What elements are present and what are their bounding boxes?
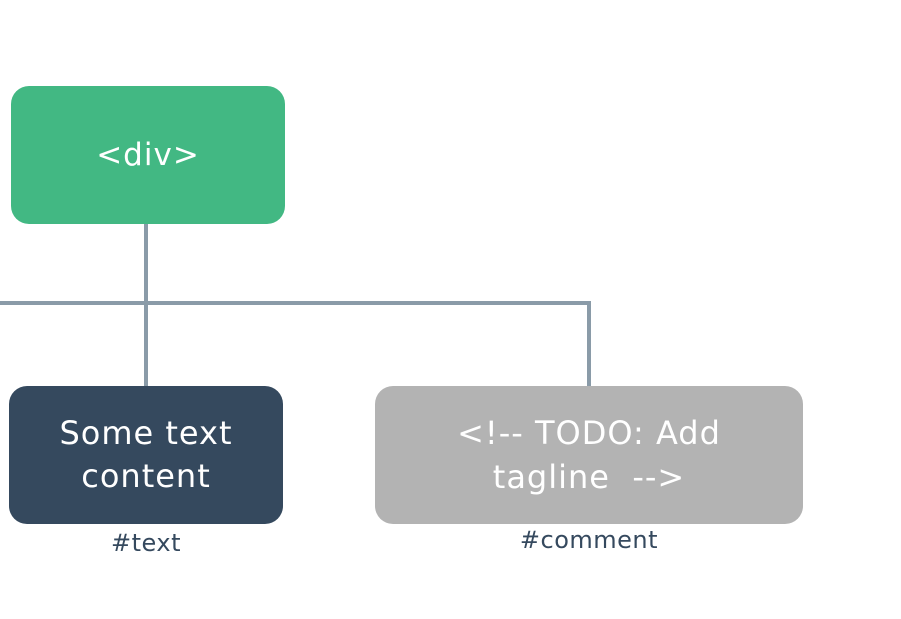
comment-node-caption: #comment — [519, 526, 659, 554]
text-node-caption: #text — [111, 529, 181, 557]
comment-node: <!-- TODO: Add tagline --> — [375, 386, 803, 524]
div-element-node: <div> — [11, 86, 285, 224]
comment-node-label: <!-- TODO: Add tagline --> — [457, 414, 733, 496]
text-node: Some text content — [9, 386, 283, 524]
text-node-label: Some text content — [59, 414, 244, 495]
div-element-label: <div> — [96, 137, 200, 173]
